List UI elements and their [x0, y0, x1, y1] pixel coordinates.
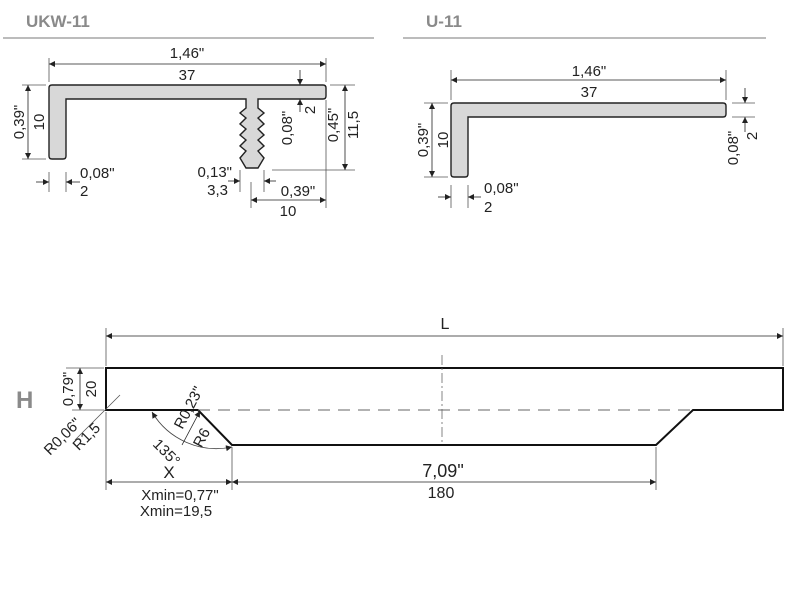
- ukw-wall-in: 0,08": [80, 165, 115, 182]
- ukw-stem-off-in: 0,39": [281, 183, 316, 200]
- handle-xmin-in: Xmin=0,77": [141, 487, 218, 504]
- ukw-top-thick-in: 0,08": [279, 111, 296, 146]
- u-height-in: 0,39": [415, 123, 432, 158]
- ukw-width-in: 1,46": [170, 45, 205, 62]
- u-width-mm: 37: [581, 84, 598, 101]
- ukw-height-in: 0,39": [11, 105, 28, 140]
- u-height-mm: 10: [435, 132, 452, 149]
- u-top-thick-in: 0,08": [725, 131, 742, 166]
- ukw-11-profile: [48, 84, 327, 169]
- ukw-stem-w-in: 0,13": [197, 164, 232, 181]
- handle-outline: [105, 367, 784, 446]
- ukw-total-h-in: 0,45": [325, 108, 342, 143]
- ukw-width-mm: 37: [179, 67, 196, 84]
- u-width-in: 1,46": [572, 63, 607, 80]
- u-11-title: U-11: [426, 12, 462, 31]
- u-11-drawing: 1,46" 37 0,39" 10 0,08" 2 0,08" 2: [415, 63, 761, 216]
- handle-h-label: H: [16, 387, 33, 414]
- ukw-stem-w-mm: 3,3: [207, 182, 228, 199]
- handle-mid-mm: 180: [428, 485, 455, 502]
- handle-xmin-mm: Xmin=19,5: [140, 503, 212, 520]
- ukw-wall-mm: 2: [80, 183, 88, 200]
- ukw-11-divider: [3, 37, 374, 39]
- handle-x-label: X: [163, 463, 174, 482]
- u-wall-in: 0,08": [484, 180, 519, 197]
- u-top-thick-mm: 2: [744, 132, 761, 140]
- ukw-height-mm: 10: [31, 114, 48, 131]
- ukw-11-title: UKW-11: [26, 12, 90, 31]
- handle-h-mm: 20: [83, 381, 100, 398]
- u-wall-mm: 2: [484, 199, 492, 216]
- ukw-total-h-mm: 11,5: [345, 111, 362, 139]
- ukw-stem-off-mm: 10: [280, 203, 297, 220]
- handle-r-big-mm: R6: [190, 425, 214, 450]
- handle-r-big-in: R0,23": [171, 384, 207, 432]
- handle-length-label: L: [441, 316, 450, 333]
- handle-drawing: L H 0,79" 20 R0,06" R1,5 R0,23" R6 135° …: [16, 316, 784, 520]
- handle-h-in: 0,79": [60, 372, 77, 407]
- u-11-profile: [450, 102, 727, 178]
- u-11-divider: [403, 37, 766, 39]
- ukw-top-thick-mm: 2: [302, 106, 319, 114]
- handle-mid-in: 7,09": [422, 461, 463, 481]
- ukw-11-drawing: 1,46" 37 0,39" 10 0,08" 2 0,08" 2 0,45" …: [11, 45, 362, 220]
